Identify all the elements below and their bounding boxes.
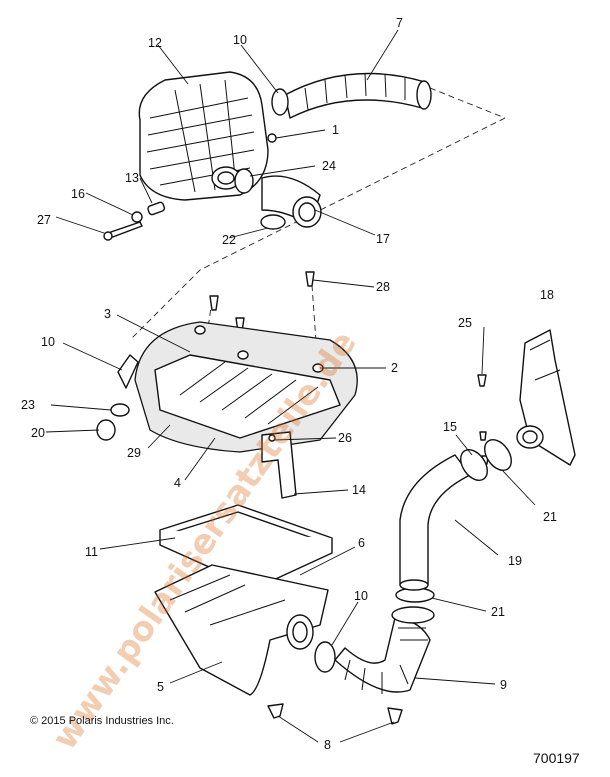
intake-tube-part <box>399 454 471 591</box>
leader-lines <box>45 29 536 743</box>
airbox-base-part <box>154 564 329 696</box>
callout-24: 24 <box>322 159 336 173</box>
callout-12: 12 <box>148 36 162 50</box>
silencer-box-part <box>138 71 269 201</box>
callout-20: 20 <box>31 426 45 440</box>
callout-26: 26 <box>338 431 352 445</box>
callout-labels: 12 10 7 1 24 13 16 27 17 22 28 3 10 2 23… <box>21 16 557 752</box>
callout-10-bottom: 10 <box>354 589 368 603</box>
callout-16: 16 <box>71 187 85 201</box>
callout-21-upper: 21 <box>543 510 557 524</box>
callout-9: 9 <box>500 678 507 692</box>
callout-10-left: 10 <box>41 335 55 349</box>
callout-29: 29 <box>127 446 141 460</box>
push-pin-part <box>267 703 403 725</box>
mount-hardware-part <box>103 201 166 241</box>
callout-7: 7 <box>396 16 403 30</box>
callout-19: 19 <box>508 554 522 568</box>
callout-8: 8 <box>324 738 331 752</box>
callout-6: 6 <box>358 536 365 550</box>
elbow-coupler-part <box>234 168 322 230</box>
copyright-notice: © 2015 Polaris Industries Inc. <box>30 715 174 727</box>
air-filter-part <box>159 504 333 589</box>
upper-tube-clamps <box>460 439 512 481</box>
lower-clamp-part <box>314 641 336 673</box>
callout-18: 18 <box>540 288 554 302</box>
drain-cap-part <box>96 354 139 441</box>
callout-1: 1 <box>332 123 339 137</box>
airbox-cover-part <box>134 321 358 453</box>
callout-21-lower: 21 <box>491 605 505 619</box>
callout-2: 2 <box>391 361 398 375</box>
callout-28: 28 <box>376 280 390 294</box>
callout-27: 27 <box>37 213 51 227</box>
diagram-number: 700197 <box>533 750 580 766</box>
callout-15: 15 <box>443 420 457 434</box>
lower-duct-part <box>334 606 435 694</box>
callout-3: 3 <box>104 307 111 321</box>
intake-duct-part <box>284 72 432 119</box>
callout-10-top: 10 <box>233 33 247 47</box>
bracket-part <box>261 431 297 499</box>
upper-clamp-part <box>271 88 289 116</box>
callout-25: 25 <box>458 316 472 330</box>
screw-part <box>267 133 277 143</box>
callout-14: 14 <box>352 483 366 497</box>
callout-17: 17 <box>376 232 390 246</box>
callout-5: 5 <box>157 680 164 694</box>
inlet-cover-part <box>516 329 576 466</box>
callout-23: 23 <box>21 398 35 412</box>
callout-22: 22 <box>222 233 236 247</box>
callout-4: 4 <box>174 476 181 490</box>
callout-11: 11 <box>85 545 98 559</box>
callout-13: 13 <box>125 171 139 185</box>
